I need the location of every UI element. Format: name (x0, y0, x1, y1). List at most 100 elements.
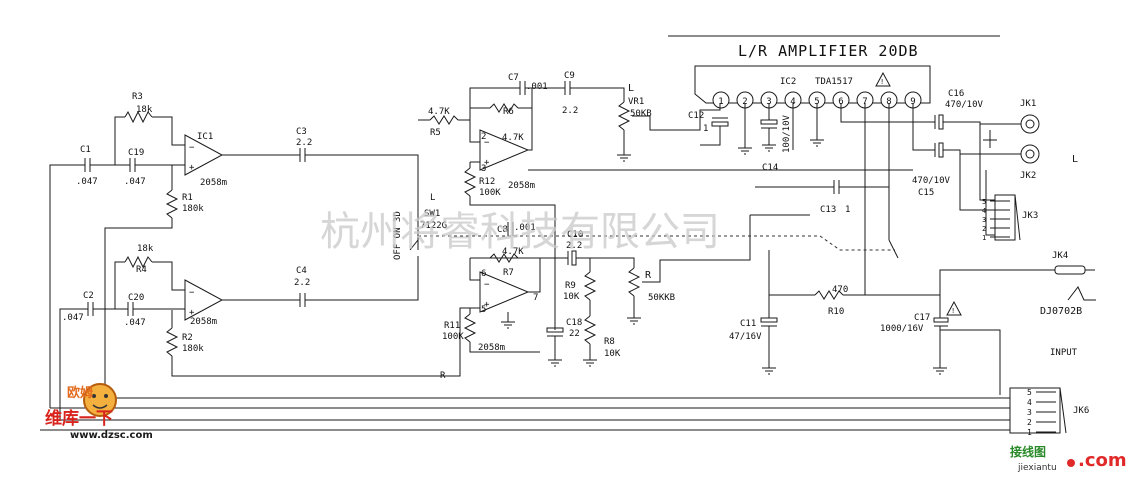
jk3-pin-label: 3 (982, 216, 986, 224)
capacitor-c16 (934, 114, 944, 130)
ic2-pin-label: 6 (838, 97, 843, 107)
capacitor-c12 (711, 117, 729, 127)
r1-label: R1 (182, 193, 193, 203)
r8-label: R8 (604, 337, 615, 347)
resistor-r5 (429, 115, 459, 125)
resistor-r4 (124, 255, 153, 269)
capacitor-c9 (564, 81, 571, 95)
dc-jack-jk4-icon (1054, 265, 1095, 275)
ic2-pin-label: 4 (790, 97, 795, 107)
c18-value: 22 (569, 329, 580, 339)
sw1-positions: OFF ON 3D (393, 211, 403, 260)
c3-label: C3 (296, 127, 307, 137)
ic2-pin-7: 7 (856, 91, 874, 109)
ic2-ref: IC2 (780, 77, 796, 87)
pin6-label: 6 (481, 269, 486, 279)
r1-value: 180k (182, 204, 204, 214)
ground-icon (738, 147, 752, 155)
c11-label: C11 (740, 319, 756, 329)
logo-cn-text: 维库一下 (45, 408, 113, 429)
ground-icon (762, 367, 776, 375)
ground-icon (762, 144, 776, 152)
jk6-pin-label: 1 (1027, 428, 1032, 437)
c20-label: C20 (128, 293, 144, 303)
c2-value: .047 (62, 313, 84, 323)
r5-label: R5 (430, 128, 441, 138)
ic2-pin-label: 7 (862, 97, 867, 107)
ic2-pin-label: 2 (742, 97, 747, 107)
capacitor-c3 (299, 148, 306, 162)
capacitor-c13 (833, 180, 840, 194)
ic2-pin-8: 8 (880, 91, 898, 109)
c16-value: 470/10V (945, 100, 984, 110)
c7-label: C7 (508, 73, 519, 83)
pin2-label: 2 (481, 132, 486, 142)
r6-value: 4.7K (502, 133, 524, 143)
warning-triangle-icon: ! (875, 71, 891, 87)
ground-icon (583, 359, 597, 367)
ic2-pin-label: 9 (910, 97, 915, 107)
svg-text:+: + (484, 158, 490, 168)
vr-r-value: 50KKB (648, 293, 675, 303)
r-stage-label: R (440, 371, 446, 381)
resistor-r6 (489, 103, 519, 113)
c10-value: 2.2 (566, 241, 582, 251)
r3-value: 18k (136, 105, 153, 115)
c19-label: C19 (128, 148, 144, 158)
input-label: INPUT (1050, 348, 1078, 358)
c8-value: .001 (514, 223, 536, 233)
c19-value: .047 (124, 177, 146, 187)
c14-label: C14 (762, 163, 778, 173)
jk2-label: JK2 (1020, 171, 1036, 181)
jk3-pin-label: 1 (982, 234, 986, 242)
vr1-ch-label: L (628, 83, 634, 94)
logo-url-text: www.dzsc.com (70, 430, 153, 441)
c12-label: C12 (688, 111, 704, 121)
capacitor-c19 (129, 158, 136, 172)
ground-icon (810, 139, 824, 147)
capacitor-c11 (760, 317, 778, 327)
pin5-label: 5 (481, 305, 486, 315)
ground-icon (627, 317, 641, 325)
vr-r-label: R (645, 270, 652, 281)
jk3-pin-label: 5 (982, 198, 986, 206)
opamp-bottom-stage2: −+ (479, 271, 530, 313)
c13-pol: 1 (845, 205, 850, 215)
r12-label: R12 (479, 177, 495, 187)
r7-label: R7 (503, 268, 514, 278)
c18-label: C18 (566, 318, 582, 328)
svg-text:−: − (189, 288, 195, 298)
c20-value: .047 (124, 318, 146, 328)
r9-value: 10K (563, 292, 580, 302)
r9-label: R9 (565, 281, 576, 291)
c2-label: C2 (83, 291, 94, 301)
capacitor-c17 (933, 317, 949, 327)
svg-text:−: − (189, 143, 195, 153)
opamp-ic1: −+ (184, 134, 224, 176)
r11-label: R11 (444, 321, 460, 331)
ic2-pin-1: 1 (712, 91, 730, 109)
c13-label: C13 (820, 205, 836, 215)
r11-value: 100K (442, 332, 464, 342)
r4-label: R4 (136, 265, 147, 275)
jack-jk2-icon (1020, 144, 1040, 164)
company-watermark: 杭州将睿科技有限公司 (320, 209, 720, 255)
capacitor-c20 (127, 302, 134, 316)
c1-label: C1 (80, 145, 91, 155)
c3-value: 2.2 (296, 138, 312, 148)
jiexian-com-text: .com (1078, 450, 1127, 471)
capacitor-c1 (84, 158, 91, 172)
jiexiantu-logo: 接线图 jiexiantu .com (1010, 444, 1127, 473)
resistor-r1 (165, 189, 179, 219)
vr1-label: VR1 (628, 97, 644, 107)
r3-label: R3 (132, 92, 143, 102)
resistor-r10 (814, 290, 844, 300)
switch-contact (888, 239, 899, 259)
potentiometer-vr1 (617, 101, 631, 131)
ground-icon (501, 321, 515, 329)
r12-value: 100K (479, 188, 501, 198)
jk3-pin-label: 2 (982, 225, 986, 233)
capacitor-c2 (87, 302, 94, 316)
